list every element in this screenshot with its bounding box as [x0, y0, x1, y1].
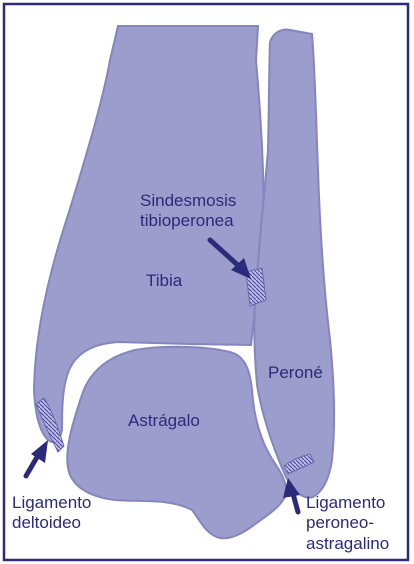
label-tibia: Tibia [146, 271, 183, 290]
arrow-deltoideo [26, 440, 48, 476]
label-ligamento-perone-1: Ligamento [306, 493, 385, 512]
label-sindesmosis-1: Sindesmosis [140, 191, 236, 210]
label-ligamento-deltoideo-2: deltoideo [12, 513, 81, 532]
label-sindesmosis-2: tibioperonea [140, 211, 234, 230]
astragalo-bone [67, 347, 286, 539]
perone-bone [254, 30, 334, 498]
label-ligamento-perone-2: peroneo- [306, 513, 374, 532]
label-perone: Peroné [268, 363, 323, 382]
label-ligamento-deltoideo-1: Ligamento [12, 493, 91, 512]
label-ligamento-perone-3: astragalino [306, 534, 389, 553]
label-astragalo: Astrágalo [128, 411, 200, 430]
